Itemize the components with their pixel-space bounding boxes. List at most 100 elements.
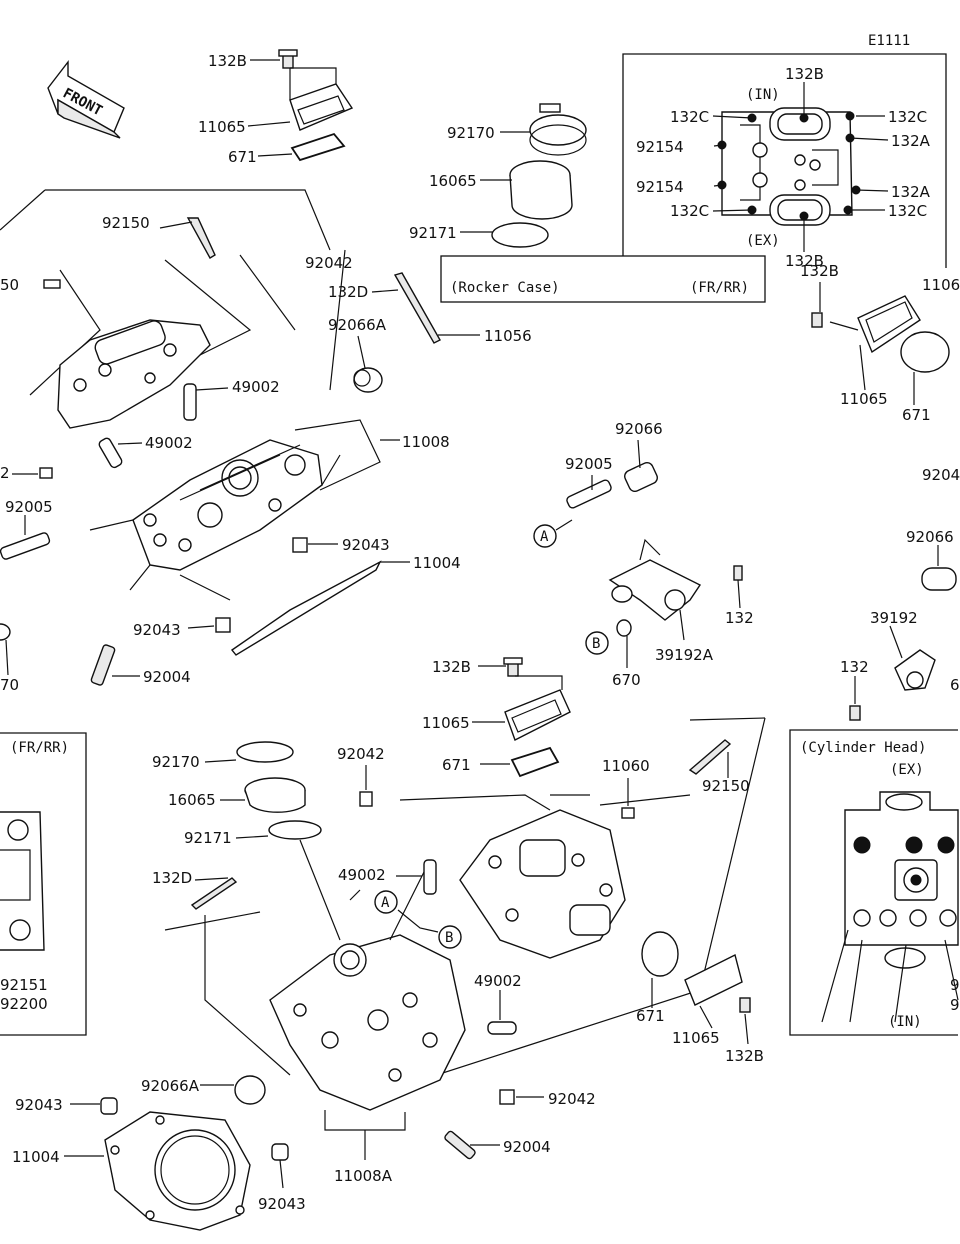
rear-rocker-case: 11060 92150 671 11065 132B: [389, 717, 766, 1091]
callout-11065-b: 11065: [422, 714, 470, 732]
callout-670-a: 670: [612, 671, 641, 689]
rocker-case-ex-label: (EX): [746, 233, 780, 249]
callout-671-b: 671: [442, 756, 471, 774]
cylinder-head-ex-label: (EX): [890, 762, 924, 778]
rocker-case-in-label: (IN): [746, 87, 780, 103]
callout-92043-d: 92043: [258, 1195, 306, 1213]
right-rear-cover-group: 132B 1106 11065 671 9204 92066 39192 132…: [800, 262, 960, 721]
callout-92170-a: 92170: [447, 124, 495, 142]
middle-rocker-cover-group: 132B 11065 671: [422, 657, 571, 778]
callout-92066-b: 92066: [906, 528, 954, 546]
upper-small-parts: 132D 11056 92066A 49002 49002 92005 2 92…: [0, 272, 532, 694]
water-fitting-group: 92005 92066 A 132 39192A 670 B: [533, 420, 754, 689]
ref-marker-B-top: B: [592, 636, 600, 652]
callout-rocker-132C-tl: 132C: [670, 108, 709, 126]
callout-rocker-92154-a: 92154: [636, 138, 684, 156]
callout-11065-c: 11065: [672, 1029, 720, 1047]
callout-49002-a: 49002: [232, 378, 280, 396]
callout-partial-9204: 9204: [922, 466, 960, 484]
callout-132B-b: 132B: [432, 658, 471, 676]
rocker-case-title: (Rocker Case): [450, 280, 560, 296]
callout-92150-a: 92150: [102, 214, 150, 232]
callout-11065-a: 11065: [198, 118, 246, 136]
callout-11060: 11060: [602, 757, 650, 775]
callout-rocker-132C-bl: 132C: [670, 202, 709, 220]
rocker-case-top-view: [717, 107, 861, 226]
cylinder-head-inset: (Cylinder Head) (EX) (IN) 9 9: [789, 729, 960, 1036]
callout-49002-b: 49002: [145, 434, 193, 452]
callout-rocker-132B-bot: 132B: [785, 252, 824, 270]
callout-132D-a: 132D: [328, 283, 368, 301]
callout-92170-b: 92170: [152, 753, 200, 771]
callout-92042-b: 92042: [337, 745, 385, 763]
callout-49002-c: 49002: [338, 866, 386, 884]
cylinder-head-title: (Cylinder Head): [800, 740, 926, 756]
callout-132B-a: 132B: [208, 52, 247, 70]
callout-92005-b: 92005: [565, 455, 613, 473]
upper-intake-group: 92170 16065 92171: [409, 103, 587, 248]
callout-11008A: 11008A: [334, 1167, 393, 1185]
ref-marker-A-top: A: [540, 529, 549, 545]
callout-39192A: 39192A: [655, 646, 714, 664]
callout-671-d: 671: [902, 406, 931, 424]
callout-92066-a: 92066: [615, 420, 663, 438]
callout-11065-d: 11065: [840, 390, 888, 408]
callout-partial-1106: 1106: [922, 276, 960, 294]
callout-head-9-b: 9: [950, 996, 960, 1014]
callout-rocker-132C-tr: 132C: [888, 108, 927, 126]
callout-92004-a: 92004: [143, 668, 191, 686]
callout-92200: 92200: [0, 995, 48, 1013]
callout-head-9-a: 9: [950, 976, 960, 994]
ref-marker-B-bottom: B: [445, 930, 453, 946]
callout-92171-a: 92171: [409, 224, 457, 242]
callout-49002-d: 49002: [474, 972, 522, 990]
callout-11004-a: 11004: [413, 554, 461, 572]
callout-132B-c: 132B: [725, 1047, 764, 1065]
callout-132D-b: 132D: [152, 869, 192, 887]
left-inset-variant: (FR/RR): [10, 740, 69, 756]
callout-11008: 11008: [402, 433, 450, 451]
callout-671-a: 671: [228, 148, 257, 166]
callout-rocker-92154-b: 92154: [636, 178, 684, 196]
callout-92171-b: 92171: [184, 829, 232, 847]
callout-92042-a: 92042: [305, 254, 353, 272]
callout-rocker-132C-br: 132C: [888, 202, 927, 220]
callout-92043-c: 92043: [15, 1096, 63, 1114]
callout-partial-2: 2: [0, 464, 10, 482]
front-cylinder-head: 92150 92042 50 11008: [0, 189, 450, 601]
front-arrow: FRONT: [47, 59, 125, 139]
rear-cylinder-head: 49002 A B 49002 92066A 92042 92004 11008…: [141, 839, 596, 1185]
callout-92066A-a: 92066A: [328, 316, 387, 334]
callout-92004-b: 92004: [503, 1138, 551, 1156]
callout-92042-c: 92042: [548, 1090, 596, 1108]
callout-partial-70: 70: [0, 676, 19, 694]
callout-92066A-b: 92066A: [141, 1077, 200, 1095]
callout-rocker-132A-b: 132A: [891, 183, 931, 201]
callout-16065-b: 16065: [168, 791, 216, 809]
callout-rocker-132B-top: 132B: [785, 65, 824, 83]
callout-132-a: 132: [725, 609, 754, 627]
callout-132-b: 132: [840, 658, 869, 676]
left-partial-inset: (FR/RR) 92151 92200: [0, 732, 87, 1036]
callout-16065-a: 16065: [429, 172, 477, 190]
upper-rocker-cover-group: 132B 11065 671: [198, 49, 354, 166]
rocker-case-variant: (FR/RR): [690, 280, 749, 296]
callout-partial-6: 6: [950, 676, 960, 694]
callout-11056: 11056: [484, 327, 532, 345]
ref-marker-A-bottom: A: [381, 895, 390, 911]
callout-92005-a: 92005: [5, 498, 53, 516]
cylinder-head-top-view: [844, 791, 959, 969]
callout-132B-d: 132B: [800, 262, 839, 280]
rocker-case-inset: (Rocker Case) (FR/RR) (IN) (EX) 132B 132…: [440, 53, 947, 303]
callout-92150-b: 92150: [702, 777, 750, 795]
callout-11004-b: 11004: [12, 1148, 60, 1166]
cylinder-head-in-label: (IN): [888, 1014, 922, 1030]
callout-92043-a: 92043: [342, 536, 390, 554]
figure-code: E1111: [868, 33, 910, 49]
callout-39192: 39192: [870, 609, 918, 627]
callout-partial-50: 50: [0, 276, 19, 294]
lower-gasket-group: 92043 11004 92043: [12, 1096, 306, 1231]
callout-92043-b: 92043: [133, 621, 181, 639]
